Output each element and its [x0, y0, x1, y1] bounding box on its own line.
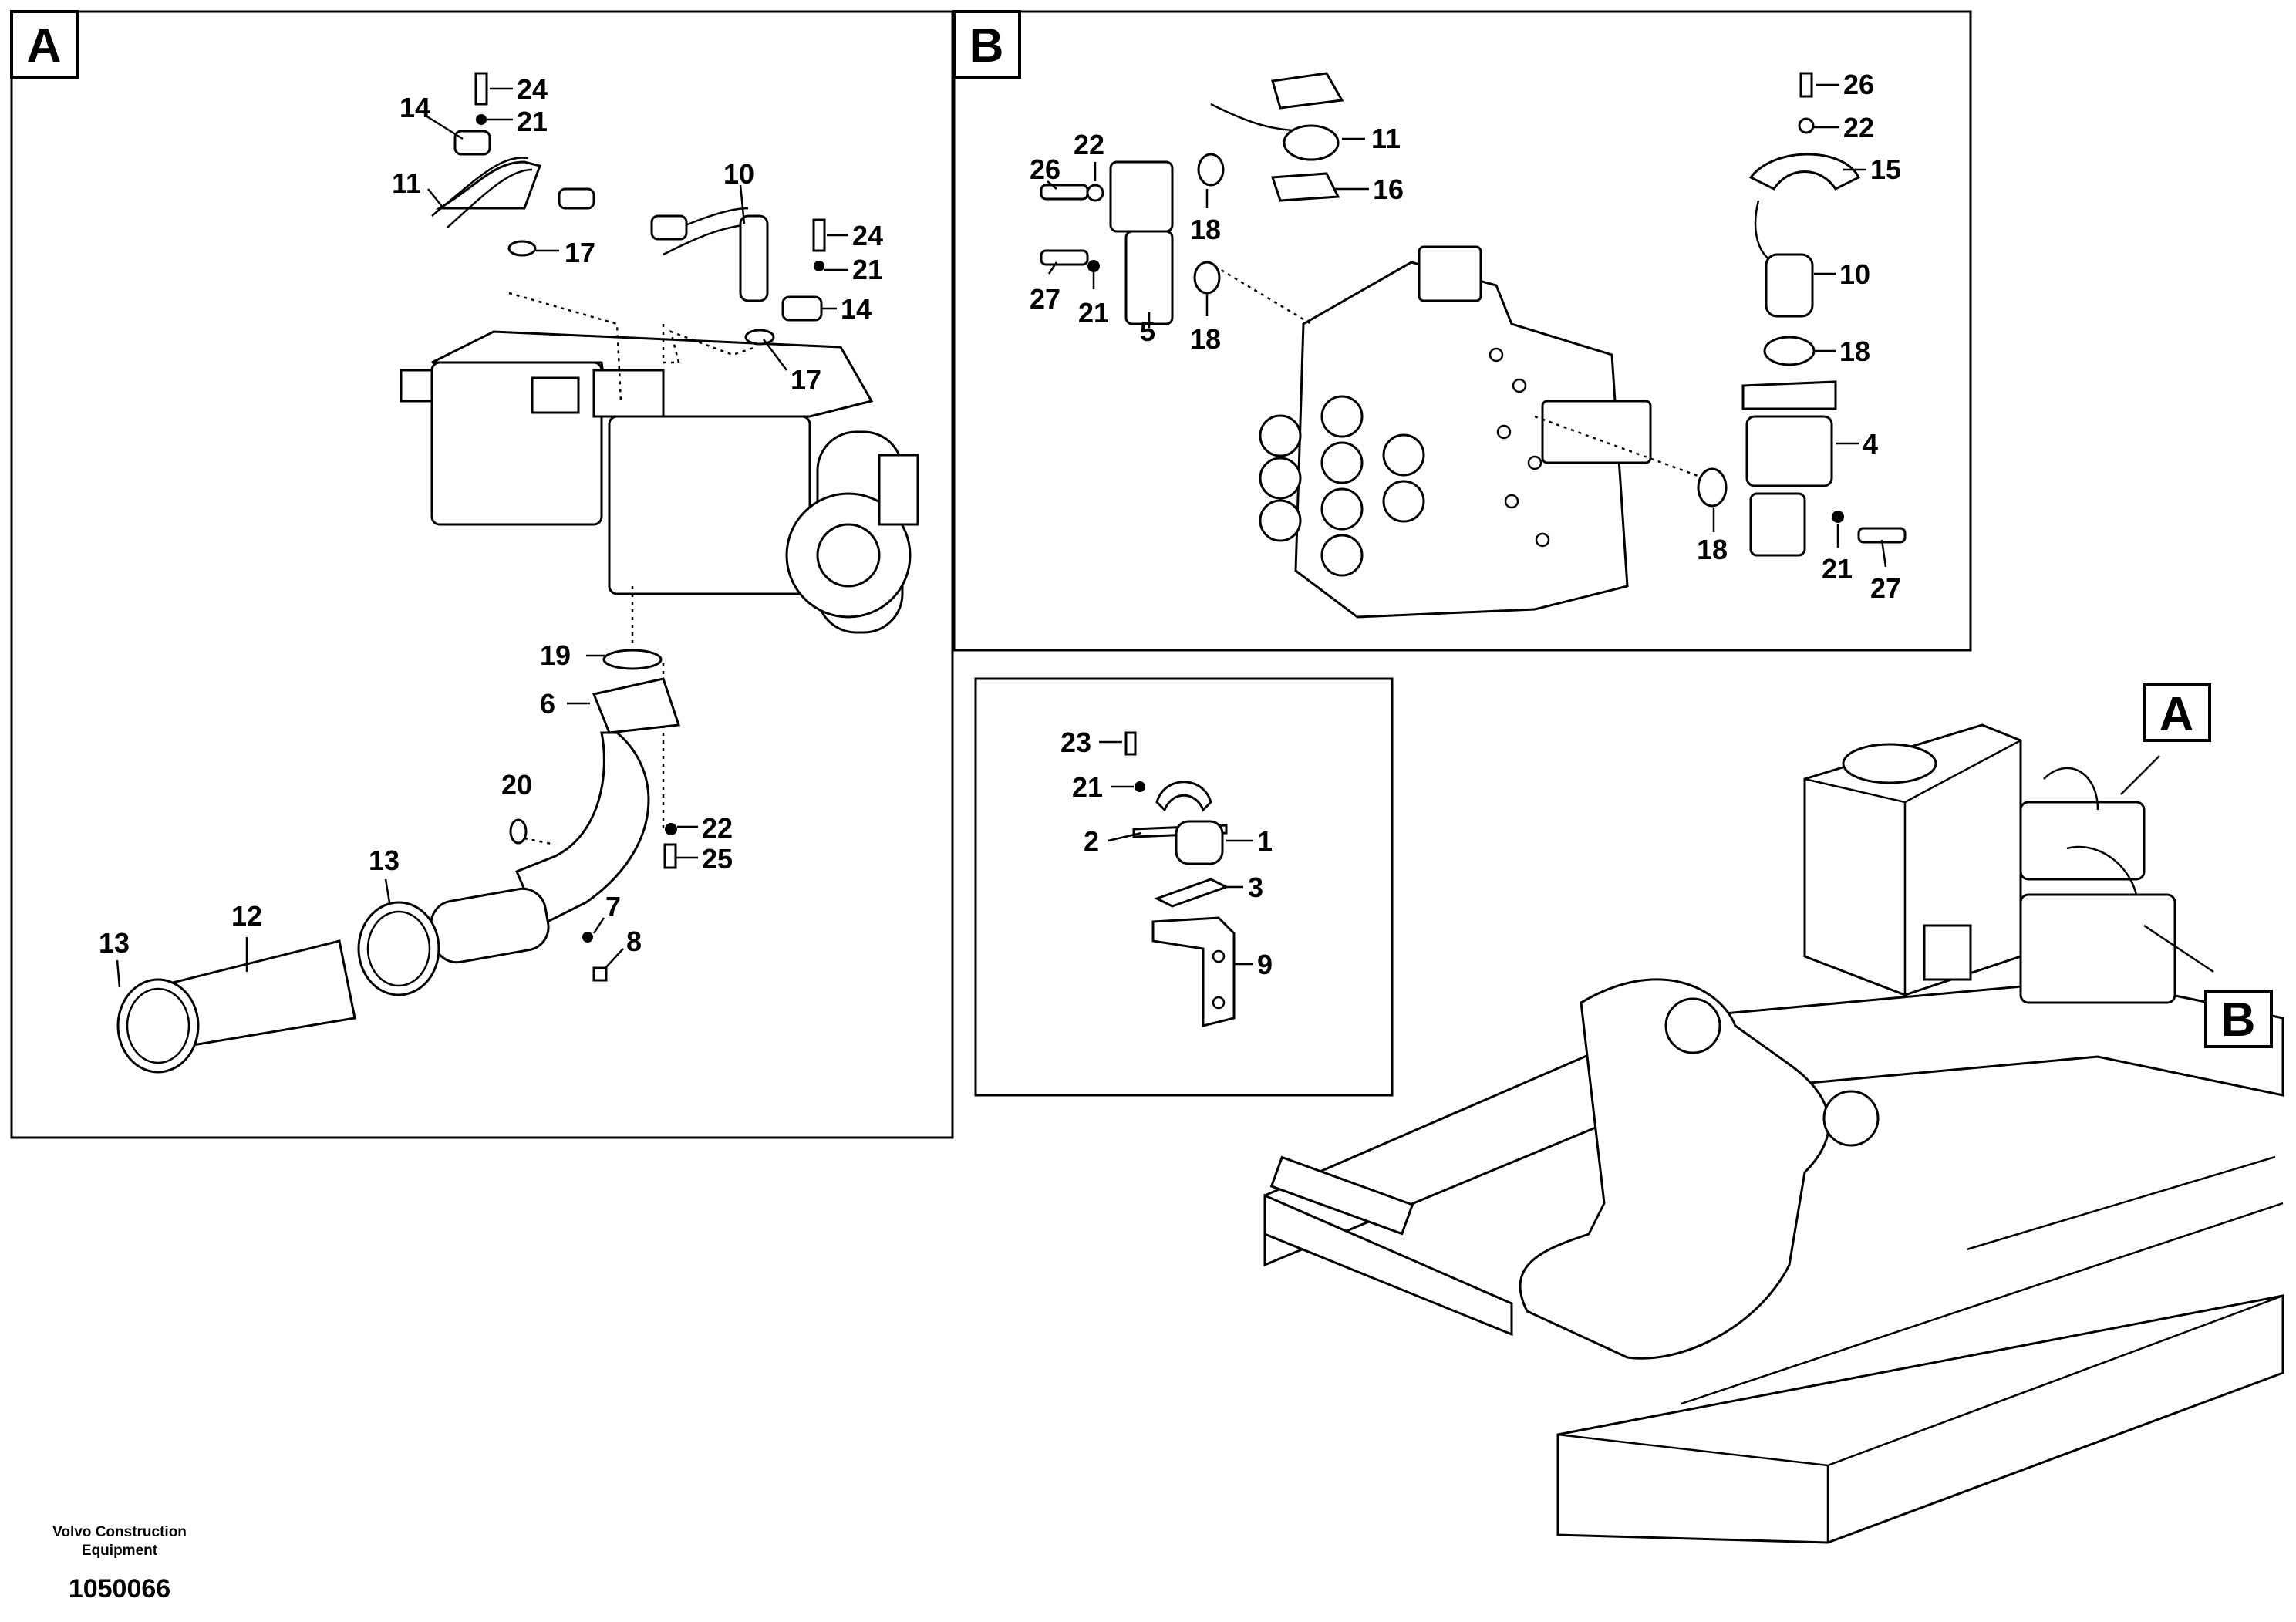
callout-label: 11: [392, 167, 421, 199]
hose-elbow-left: [431, 72, 595, 257]
callout-label: 20: [501, 769, 532, 801]
panel-a: A: [10, 10, 954, 1139]
callout-label: 13: [369, 845, 400, 876]
drawing-footer: Volvo Construction Equipment 1050066: [31, 1523, 208, 1604]
machine-overview: A B: [1263, 683, 2284, 1544]
hydraulic-pump-drawing: [400, 330, 919, 634]
company-name-line2: Equipment: [81, 1543, 158, 1559]
panel-b-callouts: 22 26 18 11 16 27 21 5 18 26 22 15 10 18…: [1030, 69, 1901, 604]
panel-a-callouts: 24 21 14 11 17 10 24 21 14 17 19 6 20 22…: [99, 73, 883, 959]
callout-label: 14: [400, 92, 430, 123]
callout-label: 25: [702, 843, 733, 875]
callout-label: 3: [1248, 872, 1263, 903]
panel-c: 23 21 2 1 3 9: [974, 677, 1394, 1097]
callout-label: 4: [1863, 428, 1878, 460]
callout-label: 18: [1190, 214, 1221, 245]
callout-label: 15: [1870, 153, 1901, 185]
callout-label: 10: [1839, 258, 1870, 290]
bracket-drawing: [1124, 731, 1236, 1027]
callout-label: 10: [723, 158, 754, 190]
hose-elbow-right: [650, 207, 826, 346]
flange-fittings-right: [1697, 72, 1907, 557]
callout-label: 22: [1074, 129, 1104, 160]
hose-clamps: [116, 901, 440, 1074]
flange-fittings-left: [1040, 153, 1225, 325]
callout-label: 12: [231, 900, 262, 932]
callout-label: 5: [1140, 315, 1155, 347]
callout-label: 24: [852, 220, 883, 251]
callout-label: 17: [791, 364, 821, 396]
callout-label: 24: [517, 73, 548, 105]
callout-label: 27: [1870, 572, 1901, 604]
panel-b: B: [952, 10, 1972, 652]
overview-tag-b: B: [2221, 993, 2256, 1047]
panel-b-tag: B: [969, 19, 1004, 73]
callout-label: 21: [1072, 771, 1103, 803]
callout-label: 18: [1697, 534, 1728, 565]
callout-label: 22: [1843, 112, 1874, 143]
panel-a-tag: A: [27, 19, 62, 73]
callout-label: 1: [1257, 825, 1273, 857]
callout-label: 7: [605, 891, 621, 922]
callout-label: 18: [1839, 336, 1870, 367]
callout-label: 21: [1078, 297, 1109, 329]
callout-label: 11: [1371, 123, 1401, 154]
suction-pipe: [430, 649, 681, 982]
callout-label: 18: [1190, 323, 1221, 355]
callout-label: 26: [1030, 153, 1060, 185]
callout-label: 17: [565, 237, 595, 268]
callout-label: 27: [1030, 283, 1060, 315]
callout-label: 2: [1084, 825, 1099, 857]
callout-label: 23: [1060, 727, 1091, 758]
callout-label: 6: [540, 688, 555, 720]
callout-label: 21: [517, 106, 548, 137]
callout-label: 26: [1843, 69, 1874, 100]
panel-c-callouts: 23 21 2 1 3 9: [1060, 727, 1273, 980]
callout-label: 16: [1373, 174, 1404, 205]
callout-label: 21: [1822, 553, 1853, 585]
split-flange-top: [1210, 72, 1344, 202]
callout-label: 22: [702, 812, 733, 844]
drawing-number: 1050066: [68, 1574, 171, 1603]
control-valve-drawing: [1259, 245, 1652, 619]
callout-label: 19: [540, 639, 571, 671]
callout-label: 13: [99, 927, 130, 959]
callout-label: 21: [852, 254, 883, 285]
callout-label: 14: [841, 293, 872, 325]
callout-label: 8: [626, 926, 642, 957]
company-name: Volvo Construction: [52, 1524, 187, 1540]
overview-tag-a: A: [2159, 688, 2194, 741]
callout-label: 9: [1257, 949, 1273, 980]
